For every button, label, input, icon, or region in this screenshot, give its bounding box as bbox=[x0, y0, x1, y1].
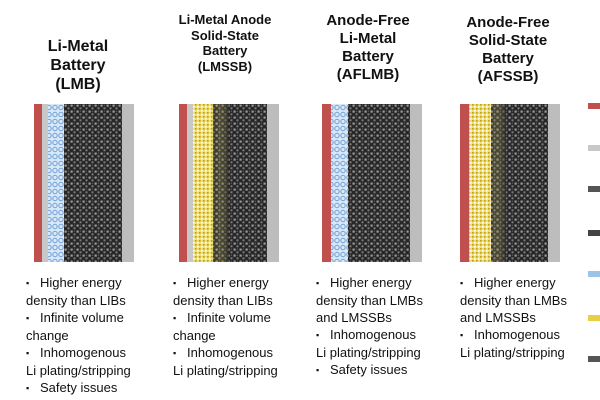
bullet-continuation: Li plating/stripping bbox=[460, 345, 565, 360]
bullet-continuation: Li plating/stripping bbox=[26, 363, 131, 378]
bullet-item: Inhomogenous bbox=[26, 344, 176, 362]
bullet-list-afssb: Higher energy density than LMBs and LMSS… bbox=[460, 274, 600, 361]
bullet-item: Infinite volume bbox=[173, 309, 323, 327]
electrolyte-gradient bbox=[199, 104, 229, 262]
cathode-current-collector bbox=[410, 104, 422, 262]
bullet-continuation: density than LIBs bbox=[173, 293, 273, 308]
bullet-item: Inhomogenous bbox=[173, 344, 323, 362]
bullet-item: Inhomogenous bbox=[316, 326, 466, 344]
li-metal-anode bbox=[187, 104, 193, 262]
bullet-continuation: change bbox=[173, 328, 216, 343]
anode-current-collector bbox=[460, 104, 469, 262]
legend-swatch-collector bbox=[588, 103, 600, 109]
column-title-lmb: Li-Metal Battery (LMB) bbox=[47, 38, 109, 94]
li-metal-anode bbox=[42, 104, 48, 262]
column-title-aflmb: Anode-Free Li-Metal Battery (AFLMB) bbox=[326, 12, 410, 83]
anode-current-collector bbox=[34, 104, 42, 262]
bullet-continuation: density than LMBs bbox=[316, 293, 423, 308]
cathode-current-collector bbox=[122, 104, 134, 262]
cell-diagram-aflmb bbox=[322, 104, 422, 262]
cathode-current-collector bbox=[548, 104, 560, 262]
bullet-item: Infinite volume bbox=[26, 309, 176, 327]
separator-layer bbox=[331, 104, 348, 262]
column-title-lmssb: Li-Metal Anode Solid-State Battery (LMSS… bbox=[178, 12, 272, 74]
bullet-continuation: density than LMBs bbox=[460, 293, 567, 308]
cell-diagram-afssb bbox=[460, 104, 560, 262]
bullet-item: Higher energy bbox=[460, 274, 600, 292]
bullet-continuation: Li plating/stripping bbox=[173, 363, 278, 378]
anode-current-collector bbox=[322, 104, 331, 262]
legend-swatch-li-metal bbox=[588, 145, 600, 151]
bullet-continuation: and LMSSBs bbox=[316, 310, 392, 325]
separator-layer bbox=[48, 104, 64, 262]
cathode-current-collector bbox=[267, 104, 279, 262]
electrolyte-gradient bbox=[474, 104, 506, 262]
legend-swatch-cathode bbox=[588, 356, 600, 362]
legend-swatch-separator bbox=[588, 271, 600, 277]
bullet-item: Higher energy bbox=[26, 274, 176, 292]
anode-current-collector bbox=[179, 104, 187, 262]
bullet-continuation: change bbox=[26, 328, 69, 343]
bullet-list-aflmb: Higher energy density than LMBs and LMSS… bbox=[316, 274, 466, 379]
bullet-continuation: density than LIBs bbox=[26, 293, 126, 308]
cell-diagram-lmssb bbox=[179, 104, 279, 262]
bullet-item: Safety issues bbox=[26, 379, 176, 397]
bullet-continuation: and LMSSBs bbox=[460, 310, 536, 325]
bullet-item: Safety issues bbox=[316, 361, 466, 379]
cathode-layer bbox=[348, 104, 410, 262]
bullet-item: Higher energy bbox=[316, 274, 466, 292]
bullet-item: Inhomogenous bbox=[460, 326, 600, 344]
bullet-item: Higher energy bbox=[173, 274, 323, 292]
cell-diagram-lmb bbox=[34, 104, 134, 262]
bullet-list-lmssb: Higher energy density than LIBs Infinite… bbox=[173, 274, 323, 379]
legend-swatch-cathode bbox=[588, 230, 600, 236]
legend-swatch-solid-electrolyte bbox=[588, 315, 600, 321]
column-title-afssb: Anode-Free Solid-State Battery (AFSSB) bbox=[466, 14, 550, 85]
bullet-continuation: Li plating/stripping bbox=[316, 345, 421, 360]
cathode-layer bbox=[64, 104, 122, 262]
legend-swatch-cathode bbox=[588, 186, 600, 192]
bullet-list-lmb: Higher energy density than LIBs Infinite… bbox=[26, 274, 176, 397]
